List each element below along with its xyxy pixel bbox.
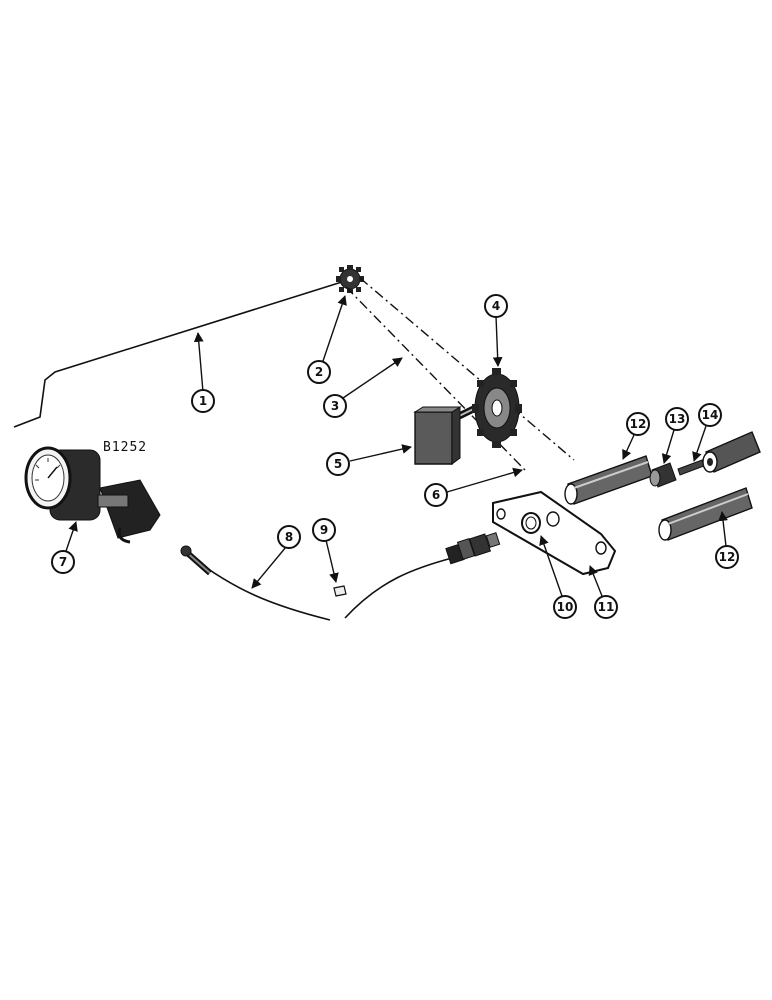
small-gear-part <box>336 265 364 293</box>
leader-lines <box>65 295 728 597</box>
callout-6: 6 <box>424 483 448 507</box>
square-block-part <box>413 406 462 465</box>
tube-part-lower <box>658 487 753 541</box>
callout-10: 10 <box>553 595 577 619</box>
bracket-part <box>344 490 617 619</box>
cable-part <box>180 545 331 621</box>
callout-9: 9 <box>312 518 336 542</box>
pin-sleeve-part <box>677 431 761 476</box>
svg-text:4: 4 <box>492 299 500 313</box>
svg-text:7: 7 <box>59 555 67 569</box>
svg-text:12: 12 <box>630 417 647 431</box>
tube-part-upper <box>564 455 653 505</box>
svg-text:8: 8 <box>285 530 293 544</box>
svg-text:9: 9 <box>320 523 328 537</box>
collar-part <box>649 462 677 488</box>
svg-text:2: 2 <box>315 365 323 379</box>
svg-text:6: 6 <box>432 488 440 502</box>
callout-3: 3 <box>323 394 347 418</box>
gauge-part <box>24 446 161 544</box>
rod-part <box>13 278 346 428</box>
callout-1: 1 <box>191 389 215 413</box>
svg-text:1: 1 <box>199 394 207 408</box>
callout-5: 5 <box>326 452 350 476</box>
callout-4: 4 <box>484 294 508 318</box>
svg-text:5: 5 <box>334 457 342 471</box>
callout-12-lower: 12 <box>715 545 739 569</box>
callout-13: 13 <box>665 407 689 431</box>
clip-part <box>333 585 347 597</box>
assembly-lines <box>345 277 575 471</box>
svg-text:14: 14 <box>702 408 719 422</box>
callout-11: 11 <box>594 595 618 619</box>
figure-code: B1252 <box>103 440 147 455</box>
sprocket-part <box>453 368 522 448</box>
callout-2: 2 <box>307 360 331 384</box>
svg-text:11: 11 <box>598 600 615 614</box>
callout-14: 14 <box>698 403 722 427</box>
svg-text:3: 3 <box>331 399 339 413</box>
svg-text:13: 13 <box>669 412 686 426</box>
callout-7: 7 <box>51 550 75 574</box>
svg-text:10: 10 <box>557 600 574 614</box>
callout-8: 8 <box>277 525 301 549</box>
svg-text:12: 12 <box>719 550 736 564</box>
callout-12-upper: 12 <box>626 412 650 436</box>
